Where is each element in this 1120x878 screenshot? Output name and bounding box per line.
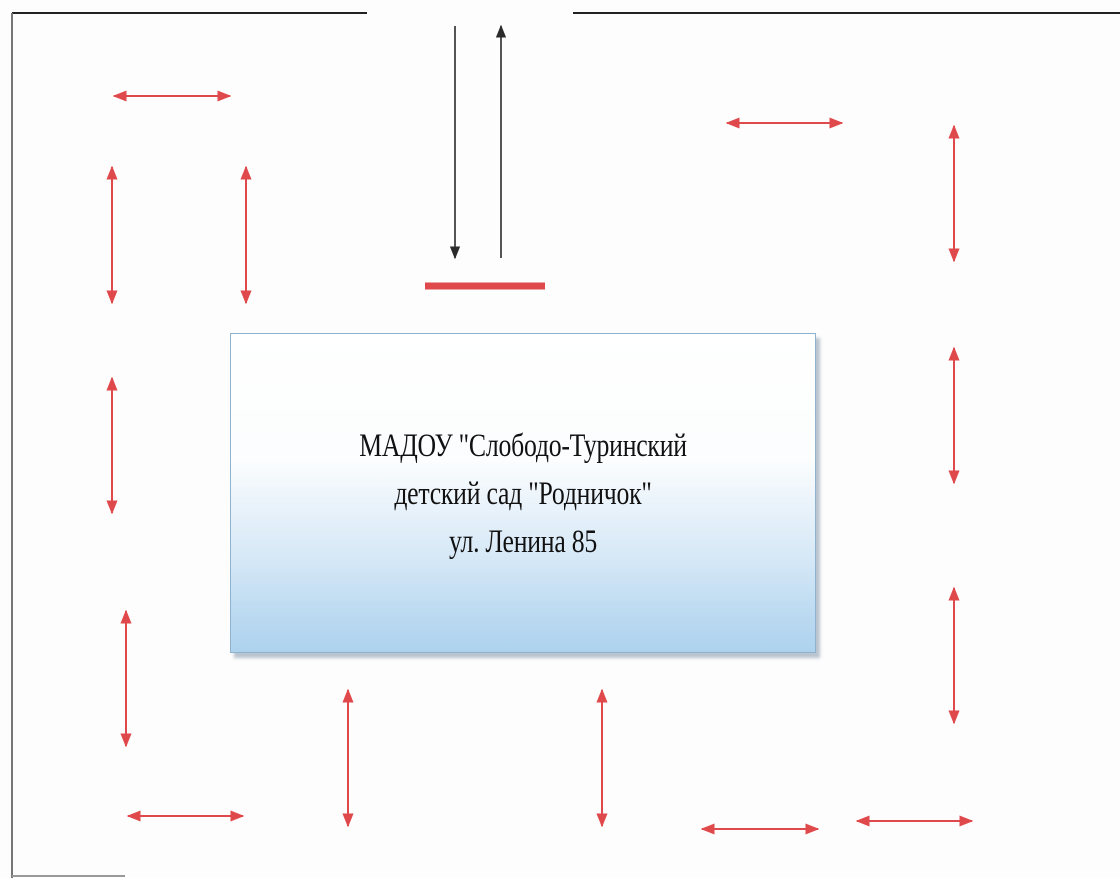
route-arrows bbox=[106, 90, 974, 835]
kindergarten-building: МАДОУ "Слободо-Туринский детский сад "Ро… bbox=[230, 333, 816, 653]
entry-exit-arrows bbox=[449, 24, 507, 260]
building-name-line1: МАДОУ "Слободо-Туринский bbox=[359, 428, 687, 464]
building-name-line2: детский сад "Родничок" bbox=[394, 476, 652, 512]
building-address: ул. Ленина 85 bbox=[448, 524, 598, 560]
fence bbox=[11, 12, 1120, 878]
building-label: МАДОУ "Слободо-Туринский детский сад "Ро… bbox=[295, 422, 751, 566]
